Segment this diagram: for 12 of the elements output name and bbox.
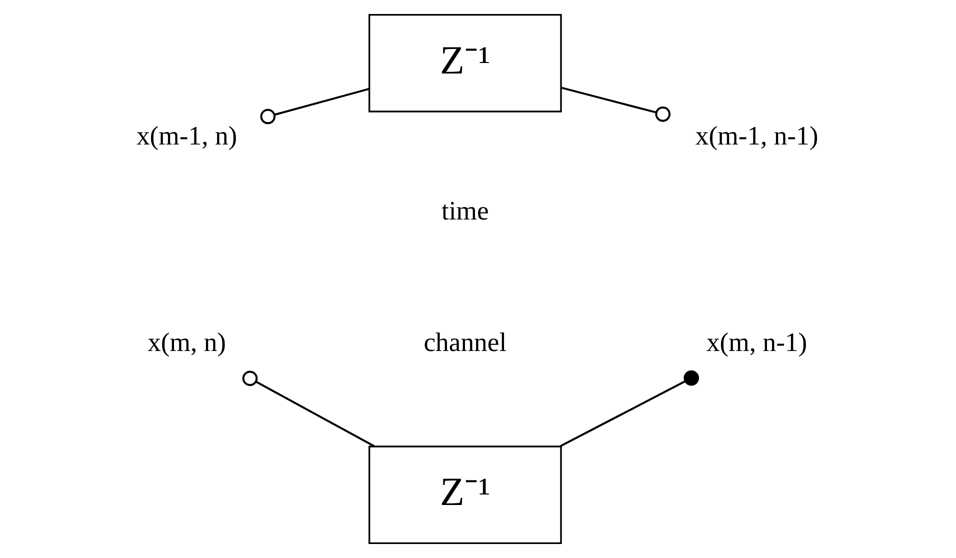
node-box: Z⁻¹	[368, 14, 562, 112]
node-text: x(m, n-1)	[706, 327, 807, 358]
node-text: x(m, n)	[147, 327, 226, 358]
connector	[560, 86, 670, 122]
node-text: x(m-1, n-1)	[694, 120, 818, 150]
connector	[559, 370, 699, 448]
node-text: x(m-1, n)	[136, 120, 237, 150]
label: channel	[423, 327, 506, 358]
node-box: Z⁻¹	[368, 446, 562, 544]
connector	[260, 88, 369, 124]
connector	[242, 370, 374, 448]
label: time	[440, 196, 488, 226]
